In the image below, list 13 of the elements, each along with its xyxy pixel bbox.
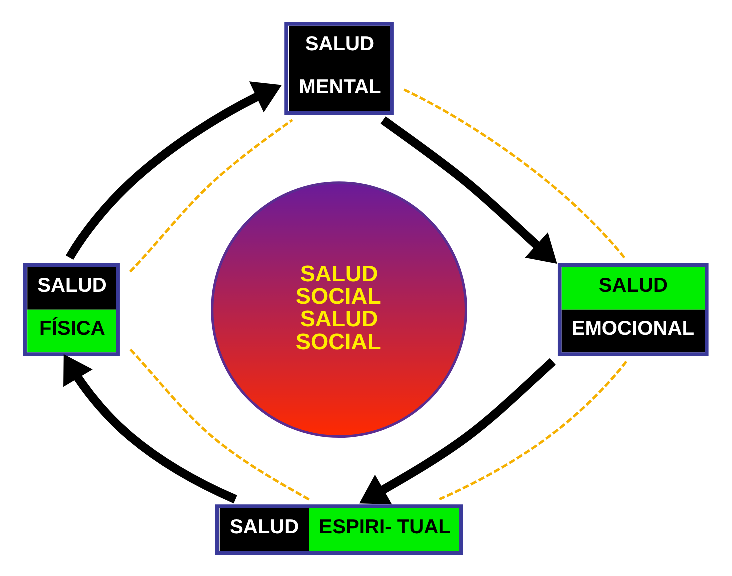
- arrow: [380, 116, 558, 264]
- node-circle: SALUD SOCIAL SALUD SOCIAL: [211, 181, 468, 438]
- arrow: [66, 81, 282, 260]
- node-box: SALUD FÍSICA: [23, 262, 120, 356]
- arrow: [360, 358, 556, 504]
- node-box: SALUD MENTAL: [284, 22, 394, 115]
- connector: [129, 118, 294, 272]
- arrow: [64, 354, 238, 504]
- connector: [439, 360, 628, 500]
- connector: [404, 88, 626, 258]
- node-box: SALUD ESPIRI- TUAL: [216, 504, 464, 554]
- connector: [129, 348, 310, 500]
- node-box: SALUD EMOCIONAL: [558, 262, 709, 356]
